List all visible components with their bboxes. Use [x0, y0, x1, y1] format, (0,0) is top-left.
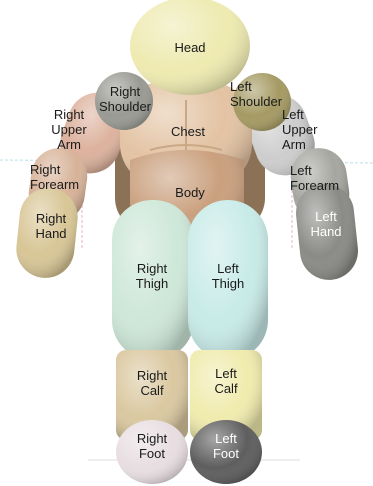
left-shoulder[interactable]: [233, 73, 291, 131]
head[interactable]: [130, 0, 250, 95]
left-hand[interactable]: [293, 181, 361, 283]
right-thigh[interactable]: [112, 200, 194, 360]
right-hand[interactable]: [13, 185, 80, 281]
left-thigh[interactable]: [188, 200, 268, 360]
left-foot[interactable]: [190, 420, 262, 484]
right-shoulder[interactable]: [95, 72, 153, 130]
right-foot[interactable]: [116, 420, 188, 484]
